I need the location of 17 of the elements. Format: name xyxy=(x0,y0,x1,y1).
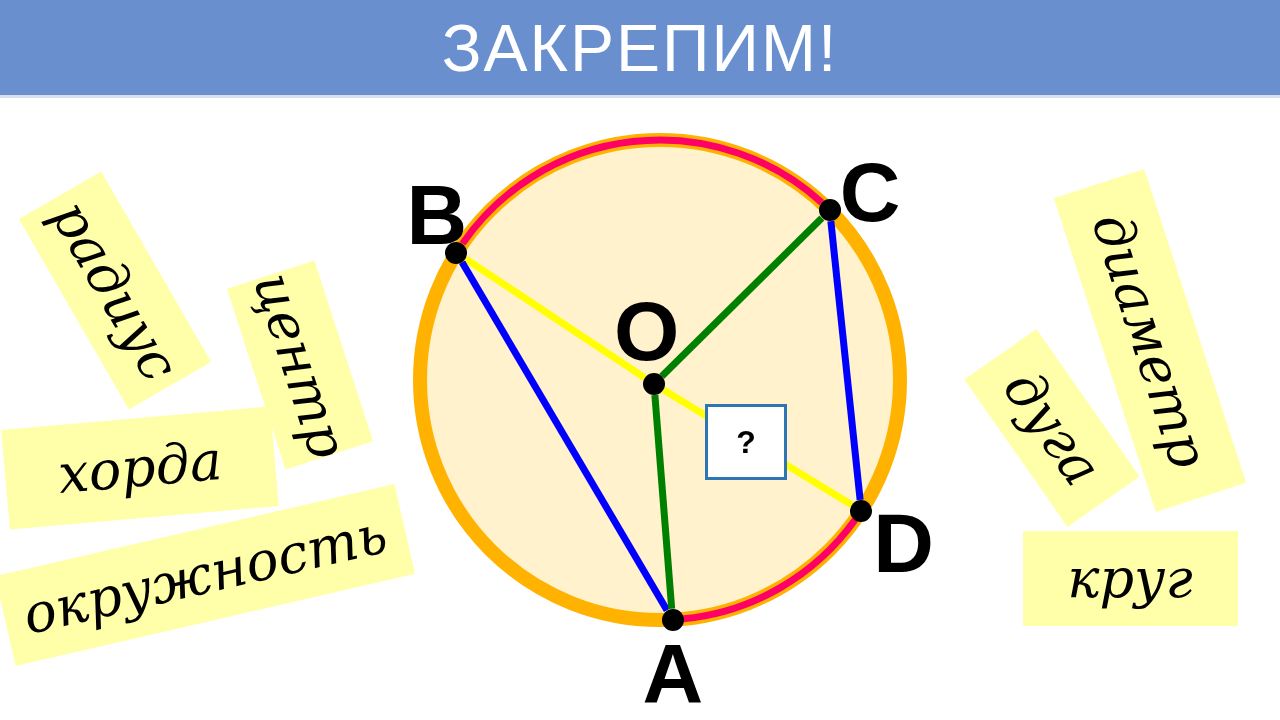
line-segment xyxy=(463,256,647,381)
point-label: B xyxy=(406,172,468,257)
arc xyxy=(459,136,824,246)
point-label: C xyxy=(839,150,901,235)
line-segment xyxy=(827,220,864,501)
word-card: круг xyxy=(1022,530,1238,626)
point-label: O xyxy=(614,289,680,373)
line-segment xyxy=(651,394,676,609)
question-box: ? xyxy=(705,404,787,480)
arc xyxy=(683,517,858,623)
word-card: хорда xyxy=(1,406,279,530)
page-title: ЗАКРЕПИМ! xyxy=(440,10,840,87)
point-label: D xyxy=(873,500,934,585)
line-segment xyxy=(459,260,670,612)
word-card: центр xyxy=(226,260,374,470)
point-label: A xyxy=(642,631,704,716)
line-segment xyxy=(659,215,825,379)
